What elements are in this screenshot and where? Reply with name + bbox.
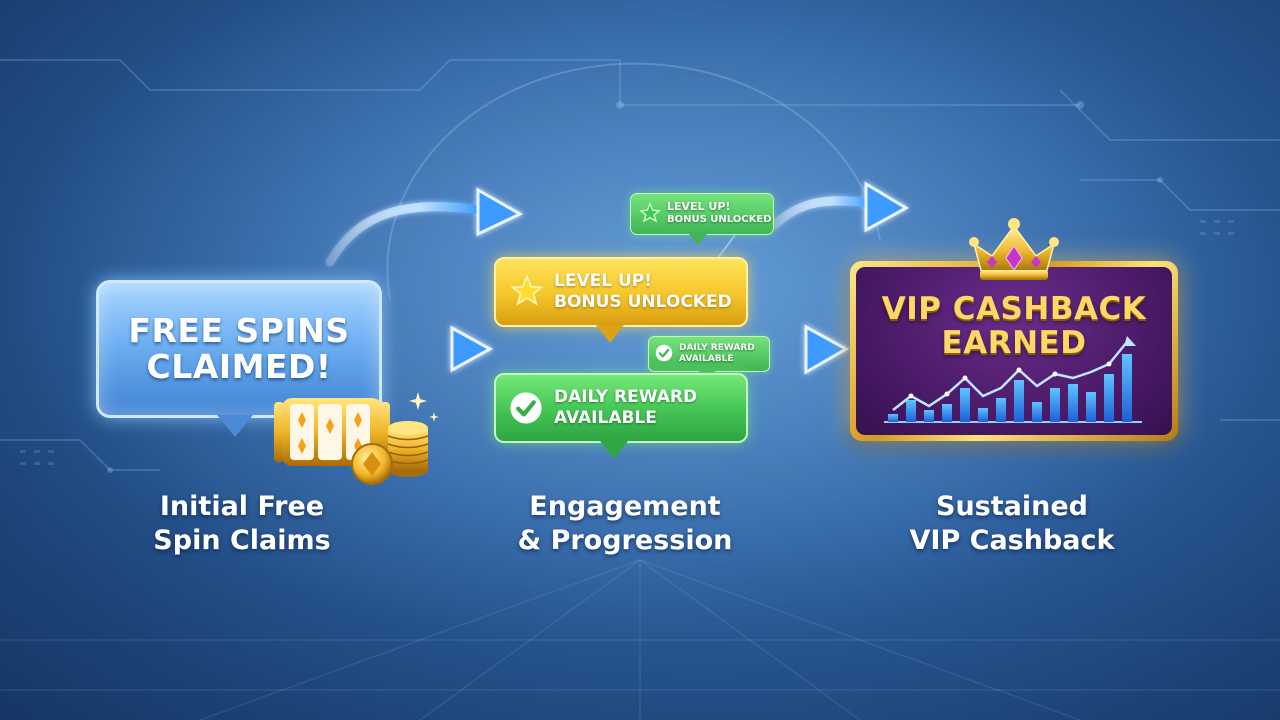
arrow-icon: [765, 324, 850, 375]
level-up-bubble: LEVEL UP! BONUS UNLOCKED: [494, 257, 748, 343]
arrow-icon: [380, 325, 494, 373]
daily-reward-small-line2: AVAILABLE: [679, 354, 734, 364]
level-up-small-line1: LEVEL UP!: [667, 200, 731, 213]
vip-title-line1: VIP CASHBACK: [881, 291, 1147, 327]
slot-machine-and-coins-icon: [274, 392, 439, 485]
stage2-label-line2: & Progression: [517, 525, 733, 556]
checkmark-icon: [510, 392, 542, 424]
daily-reward-line2: AVAILABLE: [554, 408, 657, 428]
stage2-label-line1: Engagement: [529, 491, 721, 522]
daily-reward-small-bubble: DAILY REWARD AVAILABLE: [648, 336, 770, 380]
level-up-line2: BONUS UNLOCKED: [554, 292, 732, 312]
free-spins-line1: FREE SPINS: [128, 311, 350, 350]
stage3-label: Sustained VIP Cashback: [852, 490, 1172, 558]
daily-reward-line1: DAILY REWARD: [554, 387, 698, 407]
stage1-label-line2: Spin Claims: [153, 525, 331, 556]
stage2-label: Engagement & Progression: [465, 490, 785, 558]
rising-bar-chart-icon: [884, 336, 1142, 423]
arrow-icon: [770, 181, 910, 233]
daily-reward-bubble: DAILY REWARD AVAILABLE: [494, 373, 748, 459]
level-up-small-bubble: LEVEL UP! BONUS UNLOCKED: [630, 193, 774, 245]
free-spins-line2: CLAIMED!: [146, 347, 332, 386]
stage1-label-line1: Initial Free: [159, 491, 325, 522]
vip-title-line2: EARNED: [941, 325, 1087, 361]
free-spins-claimed-bubble: FREE SPINS CLAIMED!: [96, 280, 382, 437]
stage3-label-line2: VIP Cashback: [909, 525, 1115, 556]
star-icon: [639, 202, 661, 223]
star-icon: [510, 274, 544, 306]
daily-reward-small-line1: DAILY REWARD: [679, 343, 755, 353]
checkmark-icon: [655, 344, 673, 362]
crown-icon: [969, 218, 1059, 280]
level-up-small-line2: BONUS UNLOCKED: [667, 214, 772, 225]
stage1-label: Initial Free Spin Claims: [82, 490, 402, 558]
arrow-icon: [325, 187, 524, 267]
level-up-line1: LEVEL UP!: [554, 271, 652, 291]
stage3-label-line1: Sustained: [936, 491, 1088, 522]
